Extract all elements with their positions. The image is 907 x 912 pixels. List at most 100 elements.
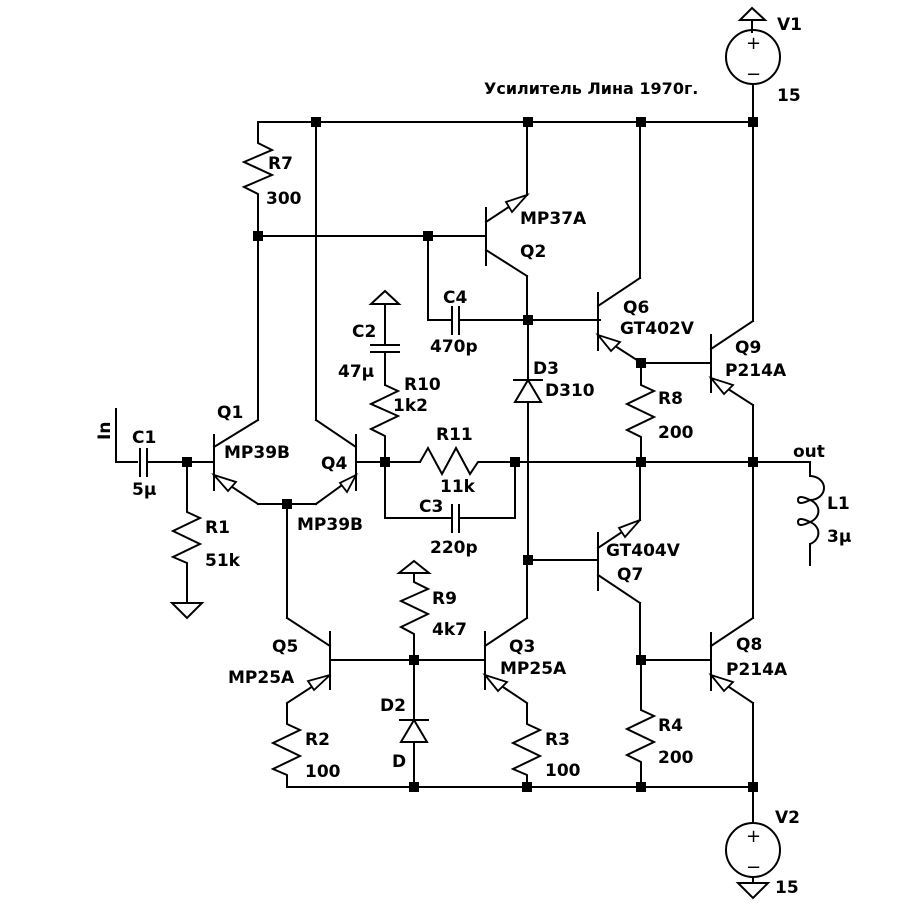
r1-ref: R1 [205, 518, 230, 538]
d3-value: D310 [545, 381, 595, 401]
q2-value: MP37A [520, 209, 587, 229]
r10-ref: R10 [404, 375, 441, 395]
minus-sign: − [746, 857, 761, 878]
v2-value: 15 [775, 878, 799, 898]
capacitor-c4[interactable]: C4 470p [427, 236, 601, 357]
v1-ref: V1 [777, 15, 802, 35]
r9-value: 4k7 [432, 620, 467, 640]
diode-icon [399, 718, 429, 743]
resistor-r10[interactable]: R10 1k2 [368, 375, 441, 462]
r1-value: 51k [205, 551, 241, 571]
resistor-icon [270, 703, 303, 787]
d2-value: D [392, 752, 406, 772]
plus-sign: + [746, 33, 761, 54]
c1-value: 5µ [132, 480, 156, 500]
transistor-q9[interactable]: Q9 P214A [708, 121, 787, 463]
r11-ref: R11 [436, 425, 473, 445]
resistor-r2[interactable]: R2 100 [270, 703, 341, 787]
l1-value: 3µ [827, 527, 851, 547]
r11-value: 11k [440, 477, 476, 497]
diode-d3[interactable]: D3 D310 [513, 319, 595, 561]
q6-value: GT402V [620, 319, 695, 339]
ground-icon [169, 602, 205, 620]
r7-ref: R7 [268, 154, 293, 174]
inductor-l1[interactable]: L1 3µ [796, 461, 851, 566]
r9-ref: R9 [432, 589, 457, 609]
power-flag-icon [737, 6, 768, 21]
resistor-icon [241, 122, 275, 236]
capacitor-c3[interactable]: C3 220p [384, 462, 516, 558]
transistor-q1[interactable]: Q1 MP39B [211, 403, 290, 506]
r8-value: 200 [658, 423, 694, 443]
q9-ref: Q9 [735, 338, 761, 358]
diode-icon [513, 378, 543, 403]
resistor-r8[interactable]: R8 200 [624, 363, 694, 462]
r7-value: 300 [266, 189, 302, 209]
diode-d2[interactable]: D2 D [380, 659, 429, 788]
q1-ref: Q1 [217, 403, 243, 423]
d2-ref: D2 [380, 696, 406, 716]
q7-value: GT404V [606, 541, 681, 561]
transistor-q7[interactable]: GT404V Q7 [527, 461, 681, 661]
r10-value: 1k2 [393, 396, 428, 416]
r2-ref: R2 [305, 730, 330, 750]
resistor-icon [398, 573, 431, 660]
input-label: In [95, 422, 115, 440]
voltage-source-v1[interactable]: + − V1 15 [725, 6, 802, 123]
r3-value: 100 [545, 761, 581, 781]
c4-ref: C4 [443, 288, 467, 308]
resistor-r4[interactable]: R4 200 [624, 660, 694, 787]
c3-value: 220p [430, 538, 478, 558]
resistor-icon [385, 445, 515, 477]
q5-ref: Q5 [272, 637, 298, 657]
transistor-q8[interactable]: Q8 P214A [708, 461, 788, 788]
q2-ref: Q2 [520, 242, 546, 262]
v2-ref: V2 [775, 808, 800, 828]
r8-ref: R8 [658, 389, 683, 409]
transistor-q3[interactable]: Q3 MP25A [482, 559, 567, 705]
plus-sign: + [746, 826, 761, 847]
l1-ref: L1 [827, 494, 850, 514]
capacitor-c2[interactable]: C2 47µ [338, 289, 402, 386]
resistor-r1[interactable]: R1 51k [169, 462, 241, 620]
c1-ref: C1 [132, 428, 156, 448]
resistor-r7[interactable]: R7 300 [241, 122, 302, 236]
transistor-q2[interactable]: MP37A Q2 [484, 121, 587, 321]
q9-value: P214A [725, 361, 787, 381]
input-port[interactable]: In [95, 408, 138, 463]
minus-sign: − [746, 64, 761, 85]
v1-value: 15 [777, 86, 801, 106]
c3-ref: C3 [419, 497, 443, 517]
resistor-icon [624, 660, 657, 787]
power-flag-icon [396, 559, 432, 574]
c2-value: 47µ [338, 362, 374, 382]
resistor-icon [368, 384, 401, 462]
q4-ref: Q4 [321, 454, 347, 474]
resistor-r9[interactable]: R9 4k7 [396, 559, 467, 660]
capacitor-c1[interactable]: C1 5µ [132, 428, 215, 500]
d3-ref: D3 [533, 359, 559, 379]
q8-ref: Q8 [736, 635, 762, 655]
q3-value: MP25A [500, 659, 567, 679]
r2-value: 100 [305, 762, 341, 782]
q7-ref: Q7 [617, 565, 643, 585]
q5-value: MP25A [228, 668, 295, 688]
r3-ref: R3 [545, 730, 570, 750]
resistor-r3[interactable]: R3 100 [510, 703, 581, 787]
transistor-q6[interactable]: Q6 GT402V [595, 121, 695, 364]
resistor-r11[interactable]: R11 11k [385, 425, 515, 497]
r4-ref: R4 [658, 716, 683, 736]
q8-value: P214A [726, 660, 788, 680]
resistor-icon [624, 363, 657, 462]
inductor-icon [807, 475, 825, 545]
output-label: out [793, 442, 825, 462]
schematic-title: Усилитель Лина 1970г. [484, 79, 698, 98]
c2-ref: C2 [352, 322, 376, 342]
resistor-icon [170, 462, 203, 602]
resistor-icon [510, 703, 543, 787]
q6-ref: Q6 [623, 298, 649, 318]
voltage-source-v2[interactable]: + − V2 15 [725, 786, 800, 900]
power-flag-icon [735, 882, 771, 900]
q4-value: MP39B [297, 515, 363, 535]
